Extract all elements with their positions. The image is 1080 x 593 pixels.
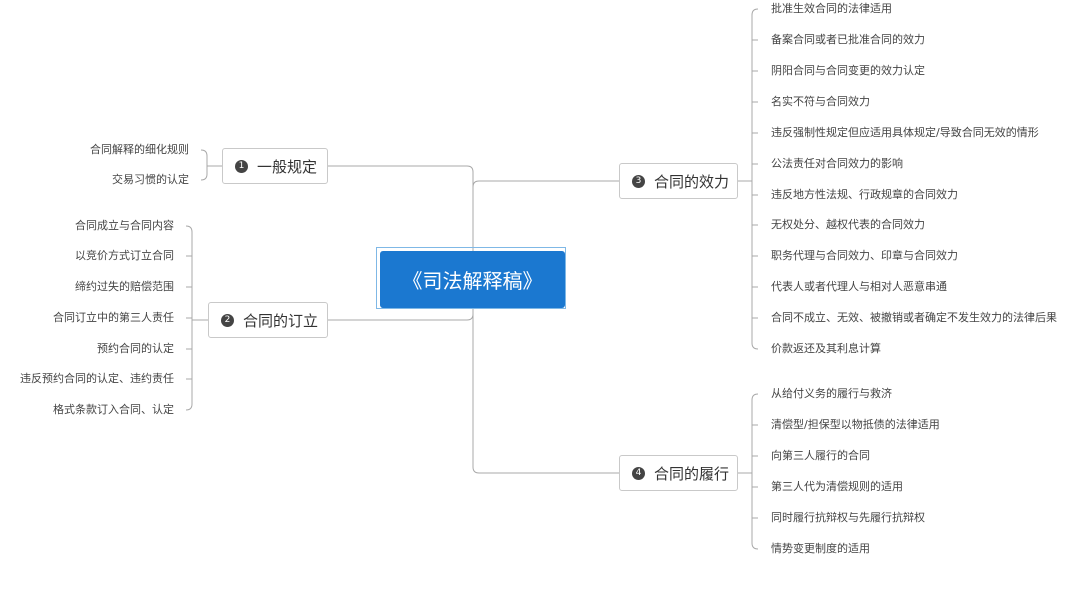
bracket-b4-trunk (751, 393, 759, 550)
connector-root-b2 (328, 308, 474, 321)
leaf-topic[interactable]: 合同订立中的第三人责任 (53, 311, 174, 324)
branch-contract-formation[interactable]: 2 合同的订立 (208, 302, 328, 338)
leaf-topic[interactable]: 合同成立与合同内容 (75, 219, 174, 232)
connector-root-b3 (472, 180, 619, 251)
leaf-topic[interactable]: 公法责任对合同效力的影响 (771, 157, 903, 170)
branch-label: 合同的订立 (243, 311, 319, 330)
branch-contract-validity[interactable]: 3 合同的效力 (619, 163, 738, 199)
leaf-topic[interactable]: 名实不符与合同效力 (771, 95, 870, 108)
root-selection-frame (376, 247, 566, 309)
root-topic-label: 《司法解释稿》 (402, 269, 543, 293)
leaf-topic[interactable]: 批准生效合同的法律适用 (771, 2, 892, 15)
connector-root-b1 (328, 165, 474, 251)
leaf-topic[interactable]: 代表人或者代理人与相对人恶意串通 (771, 280, 947, 293)
leaf-topic[interactable]: 违反强制性规定但应适用具体规定/导致合同无效的情形 (771, 126, 1039, 139)
bracket-b1-trunk (200, 149, 208, 181)
branch-label: 一般规定 (257, 157, 318, 176)
leaf-topic[interactable]: 无权处分、越权代表的合同效力 (771, 218, 925, 231)
branch-general-provisions[interactable]: 1 一般规定 (222, 148, 328, 184)
leaf-topic[interactable]: 合同不成立、无效、被撤销或者确定不发生效力的法律后果 (771, 311, 1057, 324)
leaf-topic[interactable]: 阴阳合同与合同变更的效力认定 (771, 64, 925, 77)
leaf-topic[interactable]: 违反地方性法规、行政规章的合同效力 (771, 188, 958, 201)
number-badge: 3 (632, 174, 645, 188)
leaf-topic[interactable]: 预约合同的认定 (97, 342, 174, 355)
leaf-topic[interactable]: 第三人代为清偿规则的适用 (771, 480, 903, 493)
leaf-topic[interactable]: 格式条款订入合同、认定 (53, 403, 174, 416)
leaf-topic[interactable]: 以竞价方式订立合同 (75, 249, 174, 262)
leaf-topic[interactable]: 备案合同或者已批准合同的效力 (771, 33, 925, 46)
branch-label: 合同的履行 (654, 464, 730, 483)
branch-label: 合同的效力 (654, 172, 730, 191)
leaf-topic[interactable]: 缔约过失的赔偿范围 (75, 280, 174, 293)
leaf-topic[interactable]: 交易习惯的认定 (112, 173, 189, 186)
leaf-topic[interactable]: 违反预约合同的认定、违约责任 (20, 372, 174, 385)
number-badge: 4 (632, 466, 645, 480)
leaf-topic[interactable]: 价款返还及其利息计算 (771, 342, 881, 355)
leaf-topic[interactable]: 情势变更制度的适用 (771, 542, 870, 555)
connector-root-b4 (472, 308, 619, 474)
leaf-topic[interactable]: 从给付义务的履行与救济 (771, 387, 892, 400)
number-badge: 2 (221, 313, 234, 327)
leaf-topic[interactable]: 向第三人履行的合同 (771, 449, 870, 462)
bracket-b3-trunk (751, 8, 759, 350)
leaf-topic[interactable]: 同时履行抗辩权与先履行抗辩权 (771, 511, 925, 524)
leaf-topic[interactable]: 合同解释的细化规则 (90, 143, 189, 156)
leaf-topic[interactable]: 职务代理与合同效力、印章与合同效力 (771, 249, 958, 262)
root-topic[interactable]: 《司法解释稿》 (380, 251, 565, 308)
leaf-topic[interactable]: 清偿型/担保型以物抵债的法律适用 (771, 418, 940, 431)
number-badge: 1 (235, 159, 248, 173)
branch-contract-performance[interactable]: 4 合同的履行 (619, 455, 738, 491)
